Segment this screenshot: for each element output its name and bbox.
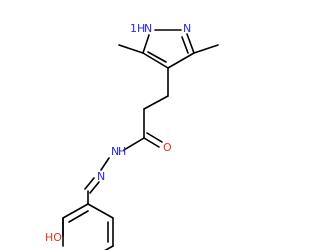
phenol-bond-3 <box>104 245 114 250</box>
bond-nh-n-imine <box>100 157 110 171</box>
bond-c4-c5-inner <box>147 51 167 63</box>
n-imine-label: N <box>97 170 105 183</box>
nh-h-label: H <box>118 145 126 158</box>
imine-double-bond-b <box>84 177 95 190</box>
imine-double-bond-a <box>89 181 100 194</box>
oh-label: HO <box>45 231 62 244</box>
bond-c4-c5 <box>142 52 169 69</box>
bond-n2-c3 <box>186 33 195 54</box>
bond-ch2a-ch2b <box>143 95 169 110</box>
bond-carbonyl-nh <box>123 137 145 151</box>
chemical-structure: 1H N N O N H N HO <box>45 22 219 250</box>
n1h-h-label: 1H <box>130 22 145 35</box>
carbonyl-double-bond-b <box>146 132 163 143</box>
methyl-bond-c5 <box>118 44 144 54</box>
pyrazole-ring <box>142 29 195 69</box>
phenol-bond-1 <box>87 203 114 219</box>
phenol-inner-2 <box>68 210 89 223</box>
n2-label: N <box>183 22 191 35</box>
carbonyl-o-label: O <box>163 141 172 154</box>
bond-c3-c4 <box>167 52 195 69</box>
methyl-bond-c3 <box>193 44 219 54</box>
bond-c5-n1 <box>142 34 150 54</box>
nh-label: N <box>111 145 119 158</box>
bond-n2-c3-inner <box>181 36 189 54</box>
phenol-ring <box>62 203 114 250</box>
n1h-label: N <box>144 22 152 35</box>
phenol-bond-4 <box>62 203 89 219</box>
carbonyl-double-bond-a <box>143 137 160 148</box>
